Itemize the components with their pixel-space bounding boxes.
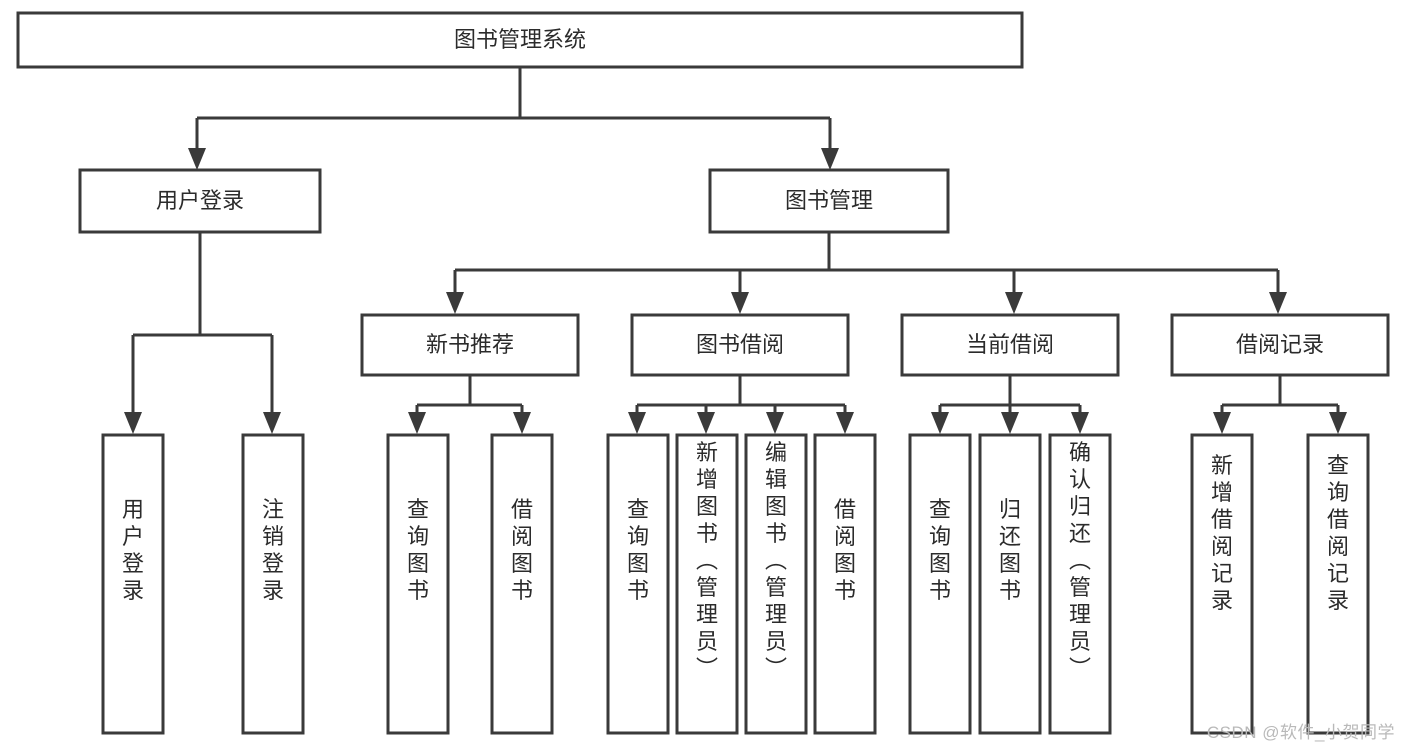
node-leaf-user-login[interactable]: 用户登录: [101, 433, 165, 735]
connector-newbook-to-leaves: [408, 375, 531, 434]
node-current-borrow-label: 当前借阅: [966, 332, 1054, 357]
node-book-management-label: 图书管理: [785, 188, 873, 213]
node-leaf-query-book-1-label: 查询图书: [407, 497, 429, 603]
node-book-borrow[interactable]: 图书借阅: [630, 313, 850, 377]
connector-bookmgmt-to-level3: [446, 232, 1287, 314]
node-user-login[interactable]: 用户登录: [78, 168, 322, 234]
node-book-borrow-label: 图书借阅: [696, 332, 784, 357]
node-leaf-query-book-1[interactable]: 查询图书: [386, 433, 450, 735]
connector-borrowbook-to-leaves: [628, 375, 854, 434]
connector-root-to-level2: [188, 67, 839, 170]
node-leaf-borrow-book-2-label: 借阅图书: [834, 497, 856, 603]
node-leaf-logout[interactable]: 注销登录: [241, 433, 305, 735]
node-leaf-query-book-3-label: 查询图书: [929, 497, 951, 603]
node-leaf-query-borrow-record-label: 查询借阅记录: [1327, 453, 1349, 613]
node-leaf-add-borrow-record-label: 新增借阅记录: [1211, 453, 1233, 613]
connector-borrowrecord-to-leaves: [1213, 375, 1347, 434]
connector-currentborrow-to-leaves: [931, 375, 1089, 434]
node-leaf-query-book-3[interactable]: 查询图书: [908, 433, 972, 735]
node-leaf-query-book-2[interactable]: 查询图书: [606, 433, 670, 735]
node-leaf-logout-label: 注销登录: [262, 497, 284, 603]
node-leaf-add-book-admin-label: 新增图书︵管理员︶: [696, 440, 718, 681]
node-new-book-recommend-label: 新书推荐: [426, 332, 514, 357]
node-leaf-query-borrow-record[interactable]: 查询借阅记录: [1306, 433, 1370, 735]
node-leaf-add-book-admin[interactable]: 新增图书︵管理员︶: [675, 433, 739, 735]
node-leaf-add-borrow-record[interactable]: 新增借阅记录: [1190, 433, 1254, 735]
csdn-watermark: CSDN @软件_小贺同学: [1206, 723, 1395, 742]
node-book-management[interactable]: 图书管理: [708, 168, 950, 234]
node-borrow-record[interactable]: 借阅记录: [1170, 313, 1390, 377]
node-leaf-confirm-return-admin-label: 确认归还︵管理员︶: [1069, 440, 1091, 681]
node-leaf-borrow-book-1-label: 借阅图书: [511, 497, 533, 603]
node-leaf-edit-book-admin[interactable]: 编辑图书︵管理员︶: [744, 433, 808, 735]
node-leaf-return-book[interactable]: 归还图书: [978, 433, 1042, 735]
node-leaf-confirm-return-admin[interactable]: 确认归还︵管理员︶: [1048, 433, 1112, 735]
node-leaf-borrow-book-1[interactable]: 借阅图书: [490, 433, 554, 735]
node-root-label: 图书管理系统: [454, 27, 586, 52]
node-leaf-borrow-book-2[interactable]: 借阅图书: [813, 433, 877, 735]
node-leaf-return-book-label: 归还图书: [999, 497, 1021, 603]
node-leaf-edit-book-admin-label: 编辑图书︵管理员︶: [765, 440, 787, 681]
node-leaf-query-book-2-label: 查询图书: [627, 497, 649, 603]
node-new-book-recommend[interactable]: 新书推荐: [360, 313, 580, 377]
connector-userlogin-to-leaves: [124, 232, 281, 434]
node-current-borrow[interactable]: 当前借阅: [900, 313, 1120, 377]
node-user-login-label: 用户登录: [156, 188, 244, 213]
node-leaf-user-login-label: 用户登录: [122, 497, 144, 603]
node-borrow-record-label: 借阅记录: [1236, 332, 1324, 357]
node-root[interactable]: 图书管理系统: [16, 11, 1024, 69]
